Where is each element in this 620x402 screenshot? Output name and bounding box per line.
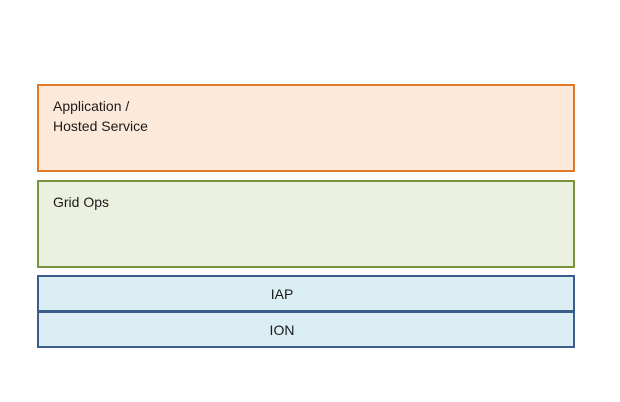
application-layer-label: Application / Hosted Service (53, 96, 148, 136)
iap-layer: IAP (37, 275, 575, 312)
grid-ops-layer-label: Grid Ops (53, 192, 109, 212)
application-label-line-2: Hosted Service (53, 118, 148, 134)
ion-label: ION (269, 321, 295, 338)
ion-layer-label: ION (39, 313, 573, 346)
ion-layer: ION (37, 311, 575, 348)
grid-ops-label: Grid Ops (53, 194, 110, 210)
application-label-line-1: Application / (53, 98, 130, 114)
iap-layer-label: IAP (39, 277, 573, 310)
iap-label: IAP (270, 285, 294, 302)
grid-ops-layer: Grid Ops (37, 180, 575, 268)
application-hosted-service-layer: Application / Hosted Service (37, 84, 575, 172)
